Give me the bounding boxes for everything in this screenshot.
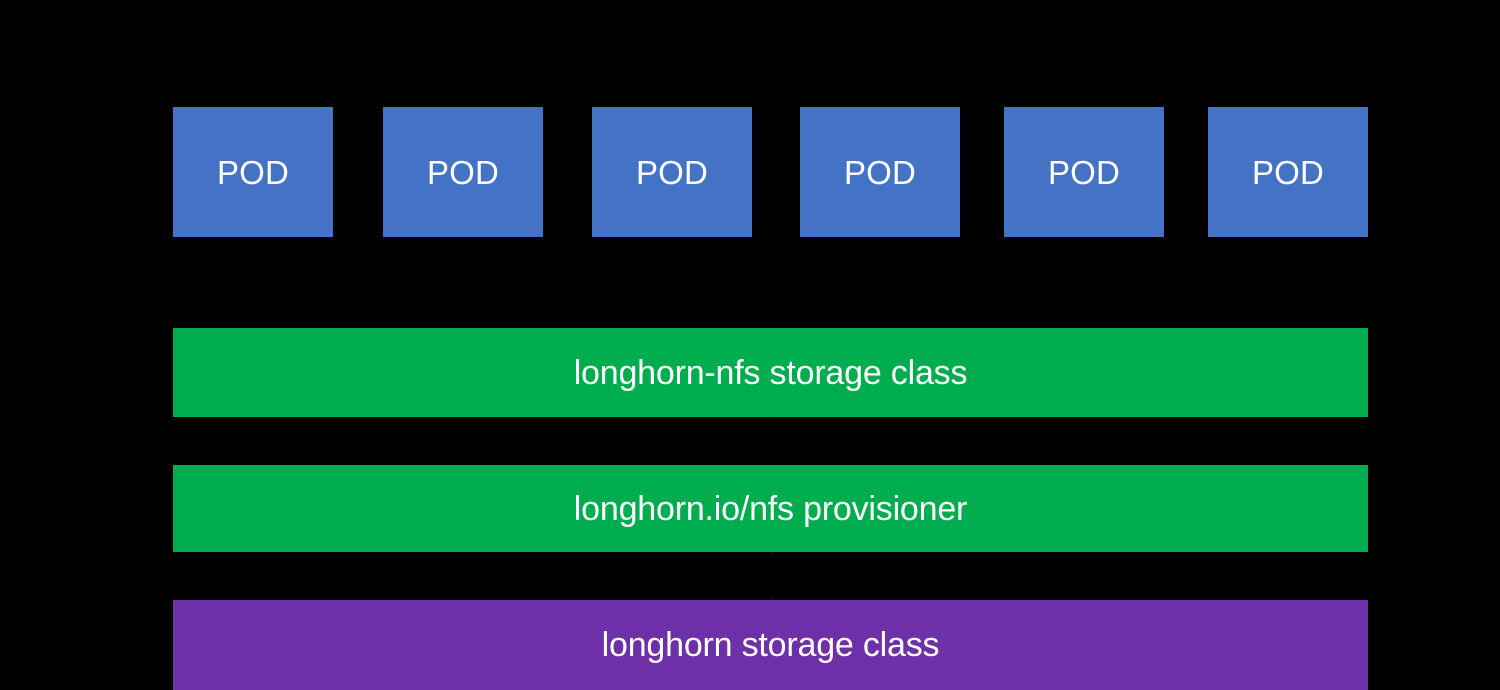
- pod-box-3[interactable]: POD: [592, 107, 752, 237]
- layer-label: longhorn.io/nfs provisioner: [573, 489, 968, 528]
- pod-label: POD: [1047, 153, 1121, 191]
- layer-bar-longhorn-nfs-provisioner[interactable]: longhorn.io/nfs provisioner: [173, 465, 1368, 552]
- pod-box-6[interactable]: POD: [1208, 107, 1368, 237]
- layer-label: longhorn storage class: [601, 626, 940, 664]
- pod-label: POD: [426, 153, 500, 191]
- pod-label: POD: [635, 153, 709, 191]
- pod-box-5[interactable]: POD: [1004, 107, 1164, 237]
- layer-label: longhorn-nfs storage class: [573, 353, 968, 392]
- pod-label: POD: [1251, 153, 1325, 191]
- layer-bar-longhorn-storage-class[interactable]: longhorn storage class: [173, 600, 1368, 690]
- pod-label: POD: [216, 153, 290, 191]
- layer-bar-longhorn-nfs-storage-class[interactable]: longhorn-nfs storage class: [173, 328, 1368, 417]
- pod-box-4[interactable]: POD: [800, 107, 960, 237]
- pod-label: POD: [843, 153, 917, 191]
- pod-box-1[interactable]: POD: [173, 107, 333, 237]
- pod-box-2[interactable]: POD: [383, 107, 543, 237]
